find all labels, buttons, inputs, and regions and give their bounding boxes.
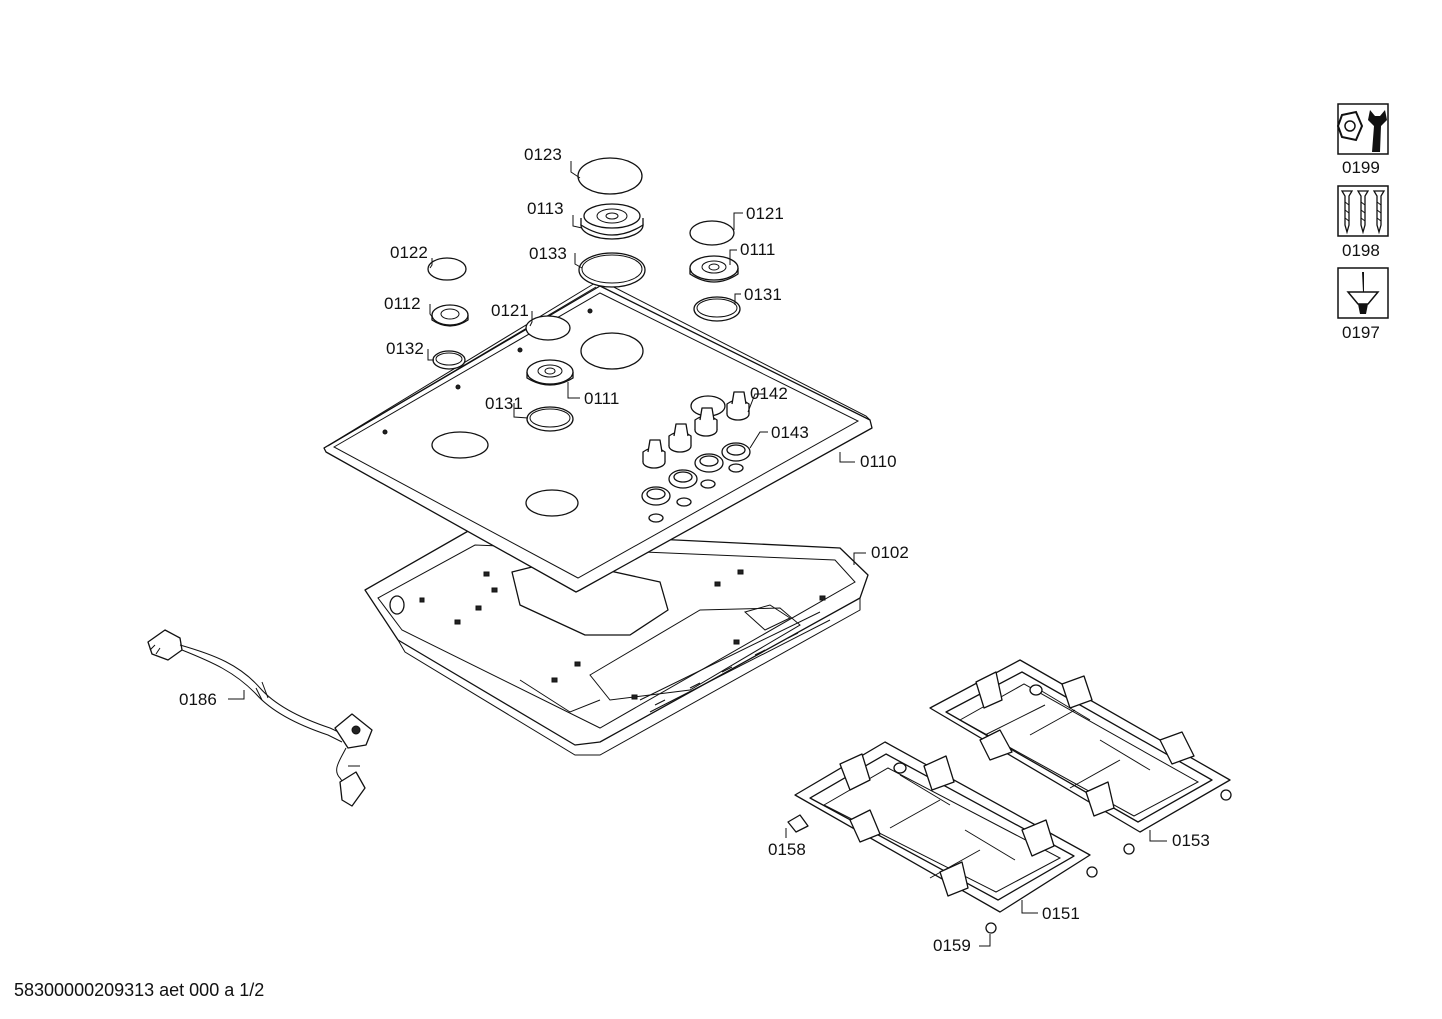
- label-0111-right: 0111: [740, 240, 775, 259]
- hob-top-plate: [323, 279, 873, 593]
- screws-icon: [1337, 185, 1389, 237]
- legend-label-0199: 0199: [1342, 158, 1380, 177]
- burner-cap-mid: [525, 315, 571, 341]
- leader-lines: [228, 161, 1167, 947]
- wrench-nut-icon: [1336, 103, 1389, 155]
- label-0122: 0122: [390, 243, 428, 262]
- label-0112: 0112: [384, 294, 421, 313]
- burner-ring-small: [432, 350, 466, 370]
- label-0123: 0123: [524, 145, 562, 164]
- grid-clip: [787, 814, 809, 833]
- knob-sockets: [641, 442, 751, 506]
- label-0113: 0113: [527, 199, 564, 218]
- label-0121-mid: 0121: [491, 301, 529, 320]
- legend-screwdriver: 0197: [1337, 267, 1389, 342]
- base-tray: [364, 529, 869, 756]
- power-cable: [147, 629, 373, 807]
- burner-cap-right: [689, 220, 735, 246]
- grid-foot-small: [985, 922, 997, 934]
- control-knobs: [642, 391, 750, 469]
- part-labels: 0123 0113 0121 0133 0111 0122 0131 0112 …: [179, 145, 1210, 955]
- pan-support-left: [794, 741, 1091, 913]
- label-0153: 0153: [1172, 831, 1210, 850]
- label-0132: 0132: [386, 339, 424, 358]
- burner-ring-large: [578, 252, 646, 288]
- label-0121-right: 0121: [746, 204, 784, 223]
- label-0151: 0151: [1042, 904, 1080, 923]
- legend-screws: 0198: [1337, 185, 1389, 260]
- legend-label-0198: 0198: [1342, 241, 1380, 260]
- label-0131-right: 0131: [744, 285, 782, 304]
- pan-support-right: [929, 659, 1231, 833]
- label-0186: 0186: [179, 690, 217, 709]
- grid-feet: [1086, 789, 1232, 878]
- document-id: 58300000209313 aet 000 a 1/2: [14, 980, 265, 1000]
- burner-ring-right: [693, 296, 741, 322]
- label-0133: 0133: [529, 244, 567, 263]
- label-0131-mid: 0131: [485, 394, 523, 413]
- label-0102: 0102: [871, 543, 909, 562]
- legend-label-0197: 0197: [1342, 323, 1380, 342]
- screwdriver-icon: [1337, 267, 1389, 319]
- burner-body-large: [580, 203, 644, 240]
- burner-body-small: [431, 304, 469, 327]
- legend-tools: 0199: [1336, 103, 1389, 177]
- label-0159: 0159: [933, 936, 971, 955]
- label-0143: 0143: [771, 423, 809, 442]
- label-0158: 0158: [768, 840, 806, 859]
- burner-cap-large: [577, 157, 643, 195]
- burner-cap-small: [427, 257, 467, 281]
- label-0142: 0142: [750, 384, 788, 403]
- label-0111-mid: 0111: [584, 389, 619, 408]
- burner-ring-mid: [526, 406, 574, 432]
- burner-body-right: [689, 255, 739, 283]
- burner-body-mid: [526, 359, 574, 386]
- label-0110: 0110: [860, 452, 897, 471]
